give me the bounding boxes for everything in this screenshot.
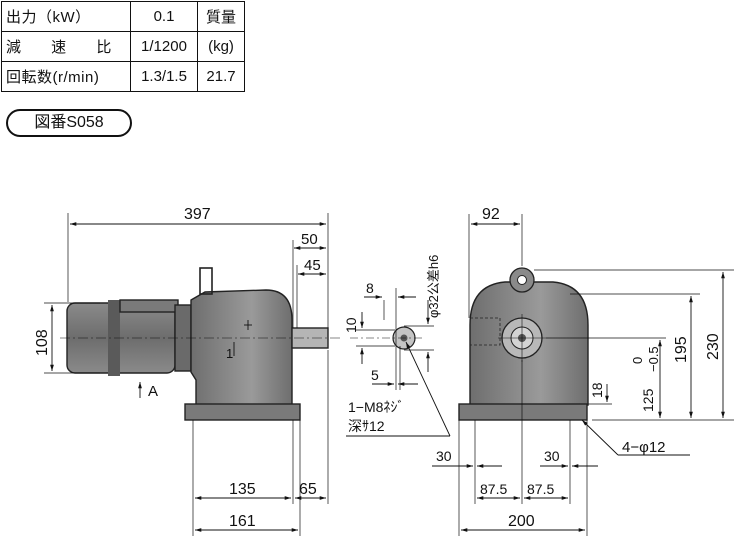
dim-65: 65 [299, 481, 317, 498]
dim-45: 45 [304, 257, 321, 274]
tap-note-2: 深ｻ12 [348, 418, 385, 434]
dim-tol-minus: −0.5 [646, 346, 661, 372]
dim-shaft-dia: φ32公差h6 [426, 255, 441, 318]
dim-135: 135 [229, 481, 256, 498]
spec-table: 出力（kW） 0.1 質量 減 速 比 1/1200 (kg) 回転数(r/mi… [1, 1, 245, 92]
output-value: 0.1 [130, 1, 198, 32]
drawing-number-badge: 図番S058 [6, 109, 132, 137]
dim-125: 125 [640, 388, 656, 412]
dim-230: 230 [705, 333, 722, 360]
output-shaft [291, 327, 329, 349]
mass-value: 21.7 [197, 61, 245, 92]
dim-200: 200 [508, 513, 535, 530]
keyway-dim: 1 [226, 346, 233, 361]
hole-note: 4−φ12 [622, 439, 666, 456]
terminal-box [119, 299, 179, 313]
shaft-detail: 8 10 5 φ32公差h6 1−M8ﾈｼﾞ 深ｻ12 [343, 255, 451, 437]
dim-8: 8 [366, 280, 374, 296]
dim-397: 397 [184, 206, 211, 223]
view-a-label: A [148, 383, 158, 400]
speed-value: 1.3/1.5 [130, 61, 198, 92]
dim-108: 108 [34, 329, 51, 356]
front-base [458, 403, 588, 421]
side-view: 1 397 50 45 108 A 135 65 161 [34, 206, 342, 536]
tap-note-1: 1−M8ﾈｼﾞ [348, 399, 404, 415]
dim-92: 92 [482, 206, 500, 223]
dim-195: 195 [673, 336, 690, 363]
dim-50: 50 [301, 231, 318, 248]
dim-30-left: 30 [436, 448, 452, 464]
dim-30-right: 30 [544, 448, 560, 464]
mass-unit: (kg) [197, 31, 245, 62]
lifting-eye [199, 267, 213, 295]
output-label: 出力（kW） [1, 1, 131, 32]
dim-161: 161 [229, 513, 256, 530]
dim-10: 10 [343, 317, 359, 333]
dim-87-left: 87.5 [480, 481, 507, 497]
ratio-label: 減 速 比 [1, 31, 131, 62]
dim-87-right: 87.5 [527, 481, 554, 497]
side-base [184, 403, 301, 421]
front-view: 92 230 195 125 0 −0.5 18 4−φ12 30 [432, 206, 734, 536]
speed-label: 回転数(r/min) [1, 61, 131, 92]
gear-housing [190, 289, 293, 406]
dim-tol-0: 0 [630, 357, 645, 364]
dim-18: 18 [589, 382, 605, 398]
dim-5: 5 [371, 367, 379, 383]
